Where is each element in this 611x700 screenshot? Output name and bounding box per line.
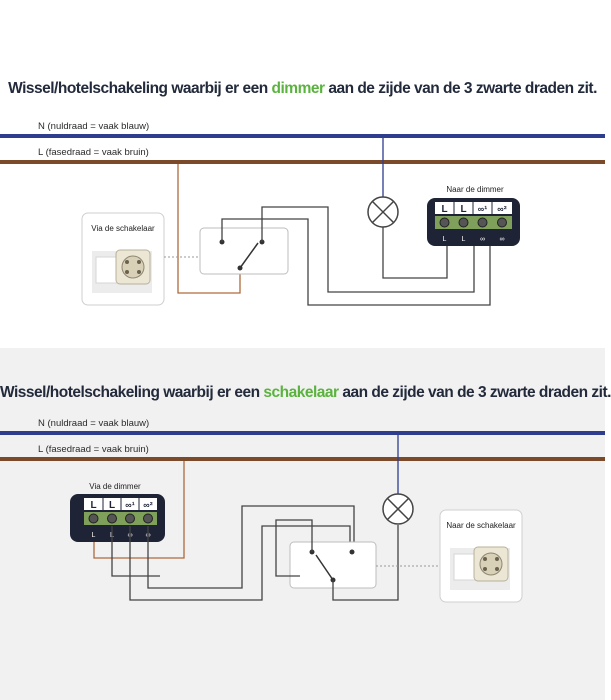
bottom-lamp-icon — [382, 493, 414, 525]
top-switch-card: Via de schakelaar — [81, 212, 165, 306]
bottom-dimmer-wire-l2 — [111, 526, 160, 577]
bottom-neutral-wire — [0, 431, 605, 435]
bottom-dimmer-term-l2: L — [109, 500, 115, 511]
bottom-neutral-label: N (nuldraad = vaak blauw) — [38, 418, 150, 429]
top-switch-card-image — [92, 249, 152, 293]
bottom-switch-card-image — [450, 546, 510, 590]
top-dimmer-sub-t1: ∞ — [480, 236, 485, 243]
bottom-dimmer-sub-l1: L — [92, 532, 96, 539]
bottom-title-text-start: Wissel/hotelschakeling waarbij er een — [0, 384, 264, 401]
top-dimmer-sub-l1: L — [443, 236, 447, 243]
bottom-switch-mechanism — [289, 541, 377, 589]
bottom-wiring-diagram: Via de dimmer L L ∞¹ ∞² L L ∞ ∞ — [0, 431, 605, 603]
bottom-dimmer-term-t1: ∞¹ — [125, 500, 134, 510]
bottom-dimmer-term-l1: L — [90, 500, 96, 511]
top-dimmer-sub-t2: ∞ — [500, 236, 505, 243]
top-dimmer-term-t2: ∞² — [497, 204, 506, 214]
top-dimmer-module: L L ∞¹ ∞² L L ∞ ∞ — [427, 198, 520, 246]
top-title-text-start: Wissel/hotelschakeling waarbij er een — [8, 80, 272, 97]
top-phase-label: L (fasedraad = vaak bruin) — [38, 147, 149, 158]
bottom-title: Wissel/hotelschakeling waarbij er een sc… — [0, 384, 611, 402]
bottom-switch-wire — [275, 519, 313, 577]
bottom-phase-wire — [0, 457, 605, 461]
top-neutral-wire — [0, 134, 605, 138]
top-diagram-panel: Wissel/hotelschakeling waarbij er een di… — [0, 0, 605, 348]
bottom-title-highlight: schakelaar — [263, 384, 339, 401]
top-dimmer-label: Naar de dimmer — [446, 185, 504, 194]
top-dimmer-term-l2: L — [460, 204, 466, 215]
top-title-text-end: aan de zijde van de 3 zwarte draden zit. — [324, 80, 597, 97]
bottom-title-text-end: aan de zijde van de 3 zwarte draden zit. — [338, 384, 611, 401]
top-title: Wissel/hotelschakeling waarbij er een di… — [0, 80, 605, 98]
bottom-traveller-2 — [147, 505, 355, 589]
top-traveller-2 — [261, 206, 475, 293]
top-lamp-icon — [367, 196, 399, 228]
bottom-phase-label: L (fasedraad = vaak bruin) — [38, 444, 149, 455]
top-traveller-1 — [221, 218, 491, 306]
top-title-highlight: dimmer — [271, 80, 326, 97]
bottom-switch-card: Naar de schakelaar — [439, 509, 523, 603]
bottom-traveller-1 — [129, 525, 351, 601]
bottom-dimmer-label: Via de dimmer — [89, 482, 141, 491]
top-neutral-label: N (nuldraad = vaak blauw) — [38, 121, 150, 132]
top-switch-card-label: Via de schakelaar — [91, 224, 155, 233]
bottom-dimmer-term-t2: ∞² — [143, 500, 152, 510]
top-dimmer-sub-l2: L — [462, 236, 466, 243]
bottom-switch-to-lamp — [332, 525, 399, 601]
top-dimmer-term-l1: L — [441, 204, 447, 215]
top-switch-mechanism — [199, 227, 289, 275]
bottom-switch-card-label: Naar de schakelaar — [446, 521, 516, 530]
bottom-diagram-panel: Wissel/hotelschakeling waarbij er een sc… — [0, 348, 611, 700]
top-dimmer-term-t1: ∞¹ — [478, 204, 487, 214]
top-phase-drop — [177, 164, 241, 294]
bottom-dimmer-module: L L ∞¹ ∞² L L ∞ ∞ — [70, 494, 165, 542]
top-lamp-to-dimmer — [382, 227, 448, 279]
top-wiring-diagram: Via de schakelaar — [0, 134, 605, 306]
top-phase-wire — [0, 160, 605, 164]
